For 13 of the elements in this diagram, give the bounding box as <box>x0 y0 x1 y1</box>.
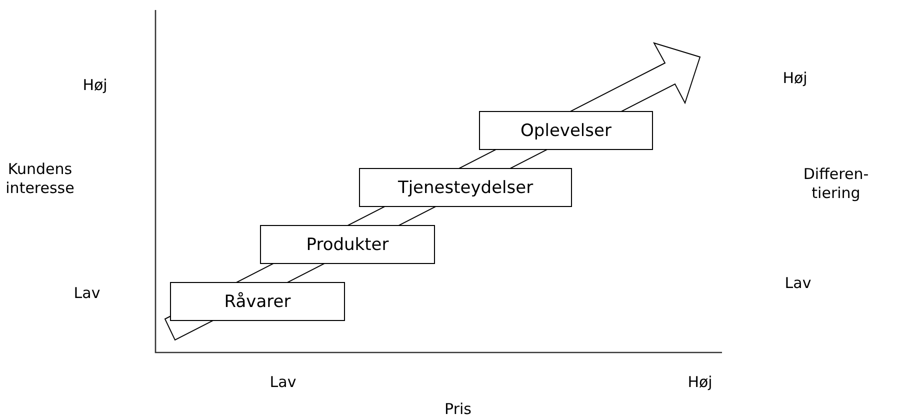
axis-level-label: Høj <box>82 76 108 95</box>
stage-box: Tjenesteydelser <box>359 168 572 207</box>
axis-level-label: Lav <box>72 284 102 303</box>
axis-title: Kundens interesse <box>4 160 76 198</box>
stage-box: Oplevelser <box>479 111 653 150</box>
axis-level-label: Lav <box>268 373 298 392</box>
axis-level-label: Høj <box>686 373 714 392</box>
axis-title: Pris <box>444 400 472 419</box>
axis-title: Differen- tiering <box>802 165 870 203</box>
axis-level-label: Lav <box>784 274 812 293</box>
axis-level-label: Høj <box>782 69 808 88</box>
stage-box: Produkter <box>260 225 435 264</box>
stage-box: Råvarer <box>170 282 345 321</box>
